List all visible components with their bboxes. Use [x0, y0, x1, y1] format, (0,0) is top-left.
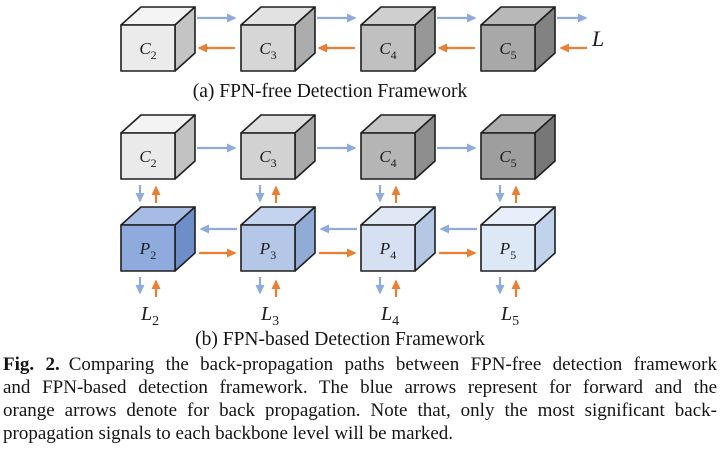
cube-label: C4: [379, 147, 396, 170]
loss-label: L4: [380, 303, 399, 329]
caption-line-2: and FPN-based detection framework. The b…: [3, 377, 717, 398]
cube-label: P5: [499, 239, 516, 262]
cube-label: C3: [259, 39, 276, 62]
loss-label: L: [591, 26, 604, 51]
cube-label: P4: [379, 239, 396, 262]
fpn-free-framework: C2 C3 C4 C5 L (a) FPN-free Detection Fra…: [120, 6, 604, 102]
cube-label: C2: [139, 39, 156, 62]
cube-front-face: [240, 224, 296, 272]
cube-front-face: [480, 224, 536, 272]
cube-a-c5: C5: [480, 6, 556, 72]
caption-line-3: orange arrows denote for back propagatio…: [3, 400, 717, 421]
cube-a-c3: C3: [240, 6, 316, 72]
cube-label: C2: [139, 147, 156, 170]
cube-label: C5: [499, 39, 516, 62]
cube-a-c4: C4: [360, 6, 436, 72]
section-b-caption: (b) FPN-based Detection Framework: [195, 329, 485, 350]
cube-b-c2: C2: [120, 114, 196, 180]
loss-label: L3: [260, 303, 279, 329]
cube-front-face: [480, 132, 536, 180]
cube-label: C4: [379, 39, 396, 62]
cube-front-face: [360, 24, 416, 72]
cube-front-face: [360, 132, 416, 180]
cube-b-c4: C4: [360, 114, 436, 180]
cube-front-face: [240, 132, 296, 180]
caption-line-4: propagation signals to each backbone lev…: [3, 423, 454, 444]
cube-front-face: [240, 24, 296, 72]
cube-front-face: [120, 224, 176, 272]
cube-b-p2: P2: [120, 206, 196, 272]
caption-prefix: Fig. 2.: [3, 354, 60, 375]
cube-b-p5: P5: [480, 206, 556, 272]
cube-b-p3: P3: [240, 206, 316, 272]
section-a-caption: (a) FPN-free Detection Framework: [193, 81, 468, 102]
caption-line-1: Fig. 2. Comparing the back-propagation pa…: [3, 353, 717, 376]
cube-label: P2: [139, 239, 156, 262]
cube-a-c2: C2: [120, 6, 196, 72]
cube-front-face: [360, 224, 416, 272]
figure-caption: Fig. 2. Comparing the back-propagation pa…: [0, 353, 720, 445]
loss-label: L5: [500, 303, 519, 329]
cube-label: C5: [499, 147, 516, 170]
cube-b-c5: C5: [480, 114, 556, 180]
caption-text: Comparing the back-propagation paths bet…: [68, 354, 717, 375]
cube-front-face: [120, 24, 176, 72]
cube-front-face: [480, 24, 536, 72]
cube-label: P3: [259, 239, 276, 262]
cube-b-p4: P4: [360, 206, 436, 272]
loss-label: L2: [140, 303, 159, 329]
cube-b-c3: C3: [240, 114, 316, 180]
figure-diagram: C2 C3 C4 C5 L (a) FPN-free Detection Fra…: [120, 6, 604, 350]
cube-label: C3: [259, 147, 276, 170]
fpn-based-framework: C2 C3 C4 C5: [120, 114, 556, 350]
cube-front-face: [120, 132, 176, 180]
